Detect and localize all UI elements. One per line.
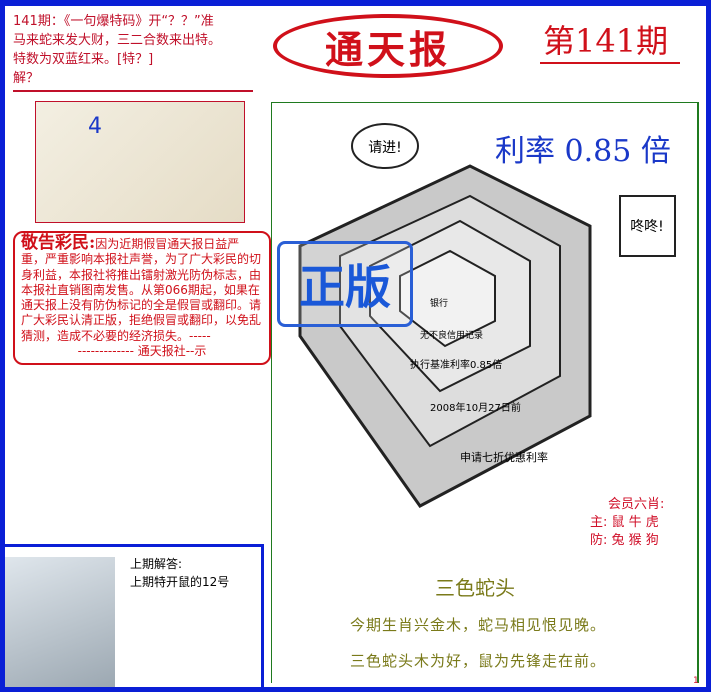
cartoon-number: 4 [88,114,102,139]
small-cartoon-image: 4 [35,101,245,223]
masthead-logo: 通天报 [273,14,503,78]
issue-number: 第141期 [543,22,669,60]
notice-heading: 敬告彩民: [21,233,96,253]
maze-cartoon: 请进! 咚咚! 银行 无不良信用记录 执行基准利率0.85倍 2008年10月2… [298,123,676,508]
riddle-line: 马来蛇来发大财，三二合数来出特。 [13,33,222,48]
members-zodiac: 会员六肖: 主: 鼠 牛 虎 防: 兔 猴 狗 [590,496,664,550]
wall-label: 2008年10月27日前 [430,401,521,414]
rate-title: 利率 0.85 倍 [495,134,671,169]
divider [540,62,680,64]
main-frame [271,102,699,683]
bank-label: 银行 [430,297,448,309]
divider [13,90,253,92]
wall-label: 无不良信用记录 [420,329,483,341]
members-main: 主: 鼠 牛 虎 [590,515,659,530]
members-title: 会员六肖: [608,497,665,512]
answer-text: 上期特开鼠的12号 [130,575,230,589]
poem-line: 三色蛇头木为好，鼠为先锋走在前。 [350,652,607,670]
poem-line: 今期生肖兴金木，蛇马相见恨见晚。 [350,616,607,634]
poem-title: 三色蛇头 [435,576,515,600]
notice-box: 敬告彩民:因为近期假冒通天报日益严重，严重影响本报社声誉，为了广大彩民的切身利益… [13,231,271,365]
answer-image [5,557,115,687]
authentic-stamp: 正版 [277,241,413,327]
last-answer-box: 上期解答: 上期特开鼠的12号 [5,544,264,687]
riddle-text: 141期：《一句爆特码》开“？？”准 马来蛇来发大财，三二合数来出特。 特数为双… [13,12,253,88]
page-number: 1 [693,676,699,686]
notice-body: 因为近期假冒通天报日益严重，严重影响本报社声誉，为了广大彩民的切身利益，本报社将… [21,237,262,343]
riddle-line: 141期：《一句爆特码》开“？？”准 [13,14,214,29]
wall-label: 申请七折优惠利率 [460,450,548,464]
answer-title: 上期解答: [130,557,183,571]
knock-bubble: 咚咚! [630,219,664,235]
speech-bubble: 请进! [368,140,402,156]
members-guard: 防: 兔 猴 狗 [590,533,659,548]
riddle-line: 特数为双蓝红来。[特？] [13,52,154,67]
riddle-line: 解？ [13,71,40,86]
wall-label: 执行基准利率0.85倍 [410,358,502,371]
notice-sign: ------------- 通天报社--示 [77,344,207,359]
